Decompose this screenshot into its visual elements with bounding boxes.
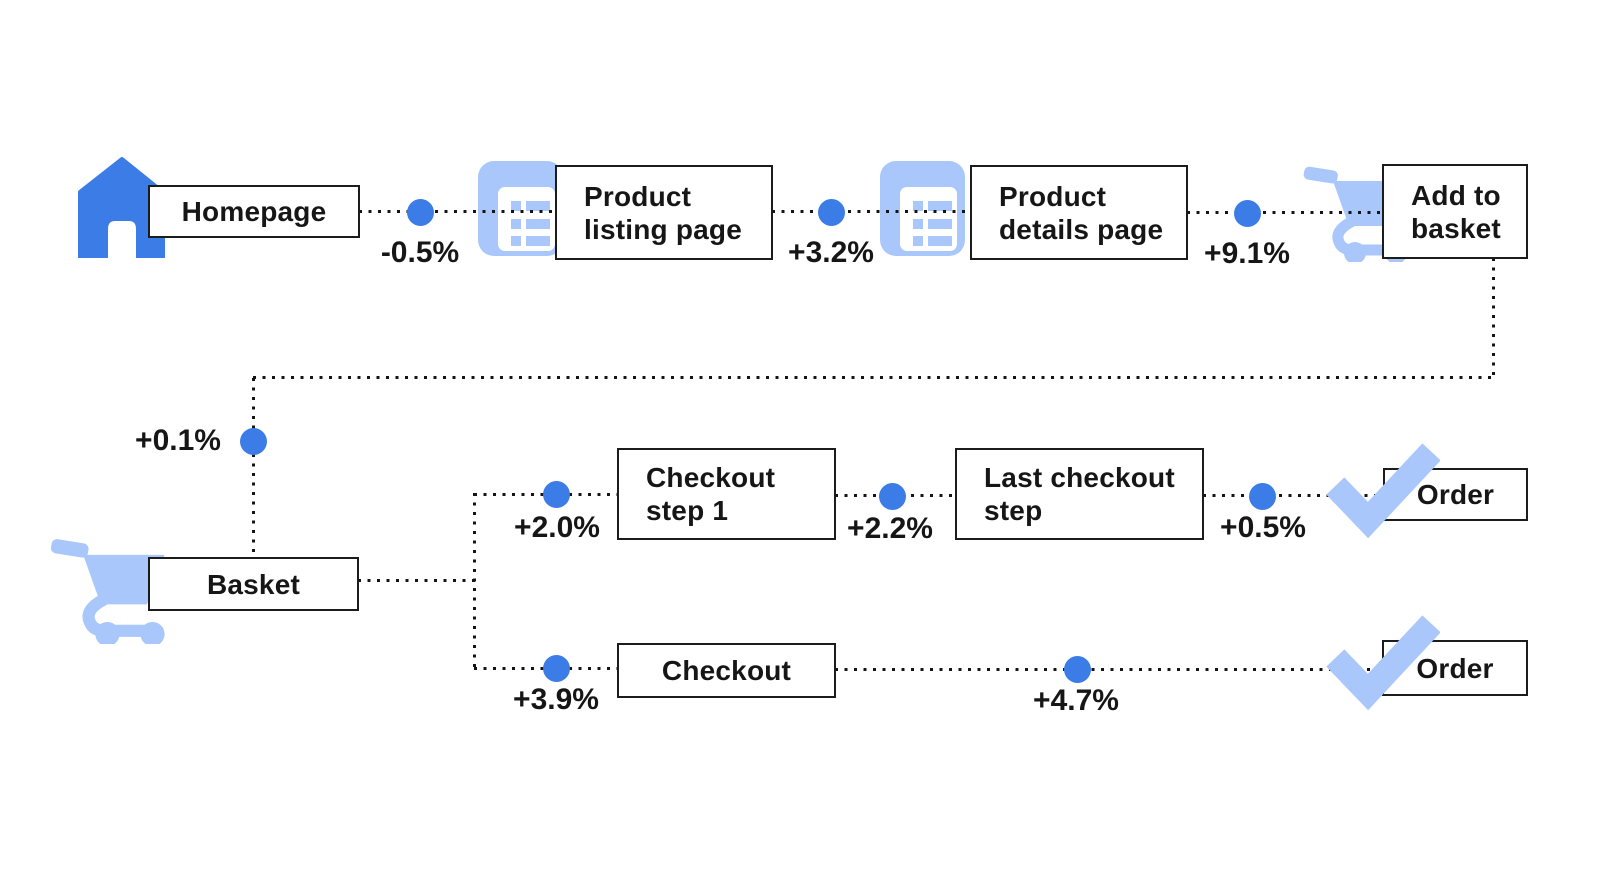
delta-dot xyxy=(543,481,570,508)
edge-listing-to-details xyxy=(772,210,970,213)
edge-checkout-to-order xyxy=(835,668,1382,671)
node-product-details-page-label: Product details page xyxy=(999,180,1164,245)
node-checkout-step-1-label: Checkout step 1 xyxy=(646,462,776,526)
delta-dot xyxy=(240,428,267,455)
delta-dot xyxy=(1064,656,1091,683)
node-homepage: Homepage xyxy=(148,185,360,238)
delta-dot xyxy=(1234,200,1261,227)
node-product-details-page: Product details page xyxy=(970,165,1188,260)
edge-add-to-basket-down xyxy=(1492,258,1495,378)
delta-label-basket-to-checkout-step-1: +2.0% xyxy=(514,511,600,544)
check-icon xyxy=(1326,443,1440,539)
node-order-bottom-label: Order xyxy=(1416,652,1494,684)
node-basket-label: Basket xyxy=(206,568,301,600)
delta-label-add-to-basket-to-basket: +0.1% xyxy=(135,424,221,457)
node-checkout-step-1: Checkout step 1 xyxy=(617,448,836,540)
node-product-listing-page: Product listing page xyxy=(555,165,773,260)
edge-last-to-order xyxy=(1203,494,1383,497)
node-homepage-label: Homepage xyxy=(181,196,327,227)
edge-branch-split xyxy=(473,493,476,669)
delta-dot xyxy=(1249,483,1276,510)
node-last-checkout-step: Last checkout step xyxy=(955,448,1204,540)
delta-dot xyxy=(818,199,845,226)
edge-add-to-basket-across xyxy=(253,376,1495,379)
edge-details-to-add-to-basket xyxy=(1187,211,1382,214)
cart-icon xyxy=(50,539,165,644)
delta-dot xyxy=(879,483,906,510)
list-page-icon xyxy=(478,161,563,256)
delta-dot xyxy=(407,199,434,226)
node-basket: Basket xyxy=(148,557,359,611)
delta-dot xyxy=(543,655,570,682)
edge-basket-to-branch xyxy=(358,579,475,582)
delta-label-basket-to-checkout: +3.9% xyxy=(513,683,599,716)
node-product-listing-page-label: Product listing page xyxy=(584,180,742,245)
delta-label-homepage-to-listing: -0.5% xyxy=(380,236,460,269)
node-checkout-label: Checkout xyxy=(661,655,792,686)
delta-label-checkout-to-order: +4.7% xyxy=(1033,684,1119,717)
delta-label-last-to-order: +0.5% xyxy=(1220,511,1306,544)
edge-down-to-basket xyxy=(252,378,255,558)
delta-label-checkout-step-1-to-last: +2.2% xyxy=(847,512,933,545)
check-icon xyxy=(1326,615,1440,711)
node-checkout: Checkout xyxy=(617,643,836,698)
delta-label-listing-to-details: +3.2% xyxy=(788,236,874,269)
home-icon xyxy=(78,157,165,258)
node-add-to-basket-label: Add to basket xyxy=(1411,179,1501,244)
list-page-icon xyxy=(880,161,965,256)
node-add-to-basket: Add to basket xyxy=(1382,164,1528,259)
node-last-checkout-step-label: Last checkout step xyxy=(984,462,1175,526)
delta-label-details-to-add-to-basket: +9.1% xyxy=(1204,237,1290,270)
node-order-top-label: Order xyxy=(1416,479,1495,510)
edge-homepage-to-listing xyxy=(359,210,555,213)
